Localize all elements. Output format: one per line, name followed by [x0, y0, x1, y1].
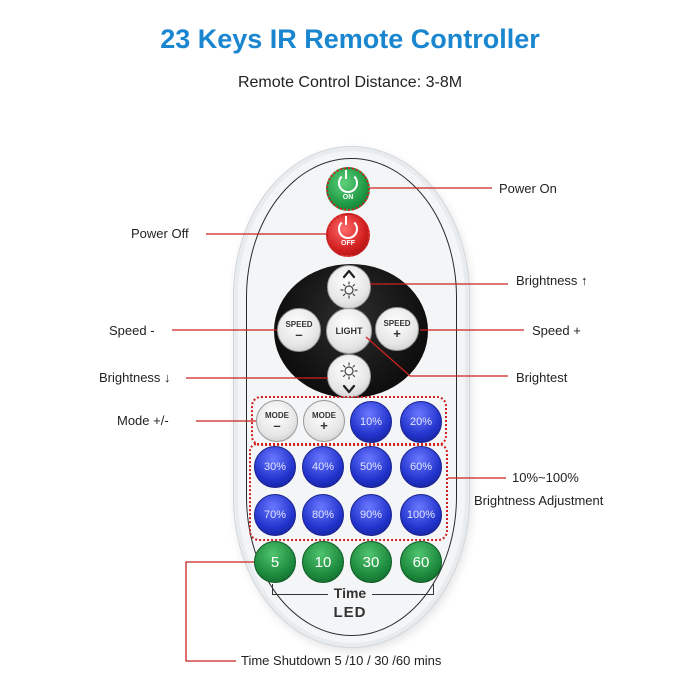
power-on-text: ON	[342, 194, 354, 201]
speed-minus-button[interactable]: SPEED –	[277, 308, 321, 352]
power-icon	[338, 170, 358, 193]
timer-60-text: 60	[412, 553, 430, 571]
brightness-80-text: 80%	[311, 509, 335, 521]
light-text: LIGHT	[335, 325, 363, 336]
time-text: Time	[327, 585, 373, 601]
timer-5-text: 5	[270, 553, 280, 571]
page-title: 23 Keys IR Remote Controller	[160, 24, 540, 54]
speed-minus-sign: –	[295, 327, 303, 342]
label-speed-minus: Speed -	[109, 323, 155, 338]
brightness-10-button[interactable]: 10%	[350, 401, 392, 443]
brightness-70-button[interactable]: 70%	[254, 494, 296, 536]
brightness-60-button[interactable]: 60%	[400, 446, 442, 488]
mode-minus-button[interactable]: MODE –	[256, 400, 298, 442]
brightness-70-text: 70%	[263, 509, 287, 521]
label-power-on: Power On	[499, 181, 557, 196]
label-speed-plus: Speed +	[532, 323, 581, 338]
timer-10-text: 10	[314, 553, 332, 571]
sun-down-icon	[340, 362, 358, 394]
brightness-20-text: 20%	[409, 416, 433, 428]
speed-plus-text: SPEED	[383, 319, 411, 328]
light-button[interactable]: LIGHT	[326, 308, 372, 354]
brightness-60-text: 60%	[409, 461, 433, 473]
timer-60-button[interactable]: 60	[400, 541, 442, 583]
power-off-button[interactable]: OFF	[326, 213, 370, 257]
brightness-30-text: 30%	[263, 461, 287, 473]
speed-plus-sign: +	[393, 326, 401, 341]
mode-minus-text: MODE	[265, 411, 289, 420]
label-brightness-down: Brightness ↓	[99, 370, 171, 385]
brightness-80-button[interactable]: 80%	[302, 494, 344, 536]
label-brightness-range: 10%~100%	[512, 470, 579, 485]
brightness-50-text: 50%	[359, 461, 383, 473]
brightness-up-button[interactable]	[327, 265, 371, 309]
brightness-20-button[interactable]: 20%	[400, 401, 442, 443]
mode-minus-sign: –	[273, 418, 281, 433]
mode-plus-text: MODE	[312, 411, 336, 420]
mode-plus-button[interactable]: MODE +	[303, 400, 345, 442]
brightness-100-text: 100%	[406, 509, 436, 521]
label-time-shutdown: Time Shutdown 5 /10 / 30 /60 mins	[241, 653, 442, 668]
brightness-90-text: 90%	[359, 509, 383, 521]
label-power-off: Power Off	[131, 226, 189, 241]
brightness-grid-group	[249, 443, 448, 541]
brightness-40-text: 40%	[311, 461, 335, 473]
timer-5-button[interactable]: 5	[254, 541, 296, 583]
mode-plus-sign: +	[320, 418, 328, 433]
speed-minus-text: SPEED	[285, 320, 313, 329]
brightness-30-button[interactable]: 30%	[254, 446, 296, 488]
led-label: LED	[333, 604, 367, 621]
power-off-text: OFF	[341, 240, 355, 247]
label-brightness-up: Brightness ↑	[516, 273, 588, 288]
power-on-button[interactable]: ON	[326, 167, 370, 211]
brightness-50-button[interactable]: 50%	[350, 446, 392, 488]
time-label: Time	[0, 585, 700, 601]
brightness-40-button[interactable]: 40%	[302, 446, 344, 488]
page-subtitle: Remote Control Distance: 3-8M	[237, 74, 463, 91]
remote-inner-outline	[246, 158, 457, 636]
label-mode: Mode +/-	[117, 413, 169, 428]
speed-plus-button[interactable]: SPEED +	[375, 307, 419, 351]
timer-30-text: 30	[362, 553, 380, 571]
label-brightness-adjustment: Brightness Adjustment	[474, 493, 604, 508]
brightness-100-button[interactable]: 100%	[400, 494, 442, 536]
power-icon	[338, 216, 358, 239]
timer-10-button[interactable]: 10	[302, 541, 344, 583]
brightness-10-text: 10%	[359, 416, 383, 428]
brightness-90-button[interactable]: 90%	[350, 494, 392, 536]
sun-up-icon	[340, 269, 358, 299]
label-brightest: Brightest	[516, 370, 568, 385]
brightness-down-button[interactable]	[327, 354, 371, 398]
timer-30-button[interactable]: 30	[350, 541, 392, 583]
